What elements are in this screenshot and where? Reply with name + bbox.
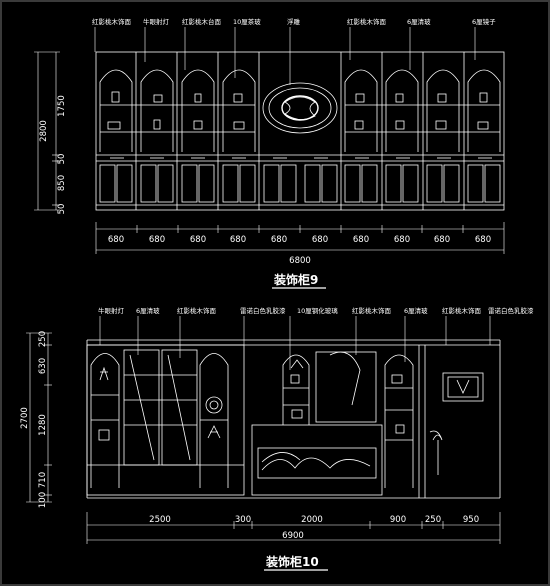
c10-callout-5: 10厘钢化玻璃 (297, 306, 338, 315)
c9-vdim-50b: 50 (57, 204, 67, 215)
c10-callout-1: 牛眼射灯 (98, 306, 125, 315)
c10-callout-3: 红影桃木饰面 (177, 306, 217, 315)
c10-vdim-630: 630 (38, 358, 48, 374)
c9-vdim-50a: 50 (57, 154, 67, 165)
c10-seg-3: 2000 (301, 515, 323, 525)
c9-callout-4: 10厘茶玻 (233, 17, 261, 26)
c9-vdim-850: 850 (57, 175, 67, 191)
c10-vdim-1280: 1280 (38, 414, 48, 436)
cabinet-10-leaders (99, 316, 491, 370)
c9-seg-10: 680 (475, 235, 491, 245)
c9-callout-3: 红影桃木台面 (182, 17, 222, 26)
c10-title: 装饰柜10 (265, 554, 319, 569)
cabinet-9-leaders (94, 27, 476, 85)
cabinet-10-horizontal-dims (86, 512, 501, 544)
c9-seg-2: 680 (149, 235, 165, 245)
c10-seg-2: 300 (235, 515, 251, 525)
c10-vdim-100: 100 (38, 492, 48, 508)
c10-callout-4: 雷诺白色乳胶漆 (240, 306, 286, 315)
c9-vdim-1750: 1750 (57, 95, 67, 117)
cabinet-9-horizontal-dims (95, 222, 505, 254)
c9-seg-9: 680 (434, 235, 450, 245)
c10-seg-5: 250 (425, 515, 441, 525)
c10-seg-4: 900 (390, 515, 406, 525)
cabinet-9-elevation (95, 51, 505, 211)
c9-seg-1: 680 (108, 235, 124, 245)
c10-callout-7: 6厘清玻 (404, 306, 428, 315)
c9-seg-7: 680 (353, 235, 369, 245)
c10-vdim-2700: 2700 (20, 407, 30, 429)
c9-callout-1: 红影桃木饰面 (92, 17, 132, 26)
cabinet-9-vertical-dims (34, 51, 60, 211)
c9-seg-8: 680 (394, 235, 410, 245)
c10-callout-9: 雷诺白色乳胶漆 (488, 306, 534, 315)
c9-title: 装饰柜9 (273, 272, 318, 287)
c10-vdim-710: 710 (38, 472, 48, 488)
cabinet-9-outline (95, 51, 505, 211)
c10-vdim-250: 250 (38, 331, 48, 347)
c9-callout-2: 牛眼射灯 (143, 17, 170, 26)
c9-seg-6: 680 (312, 235, 328, 245)
c9-seg-3: 680 (190, 235, 206, 245)
c10-callout-8: 红影桃木饰面 (442, 306, 482, 315)
c10-callout-2: 6厘清玻 (136, 306, 160, 315)
c10-total-dim: 6900 (282, 531, 304, 541)
c9-seg-4: 680 (230, 235, 246, 245)
c10-seg-6: 950 (463, 515, 479, 525)
c9-callout-8: 6厘镜子 (472, 17, 496, 26)
c9-seg-5: 680 (271, 235, 287, 245)
c10-seg-1: 2500 (149, 515, 171, 525)
c9-total-dim: 6800 (289, 256, 311, 266)
cabinet-10-elevation (86, 339, 501, 499)
c9-callout-7: 6厘清玻 (407, 17, 431, 26)
c9-callout-6: 红影桃木饰面 (347, 17, 387, 26)
c10-callout-6: 红影桃木饰面 (352, 306, 392, 315)
cabinet-10-vertical-dims (26, 332, 52, 503)
c9-vdim-2800: 2800 (39, 120, 49, 142)
c9-callout-5: 浮雕 (287, 17, 301, 26)
c10-left-cabinet (86, 344, 245, 496)
